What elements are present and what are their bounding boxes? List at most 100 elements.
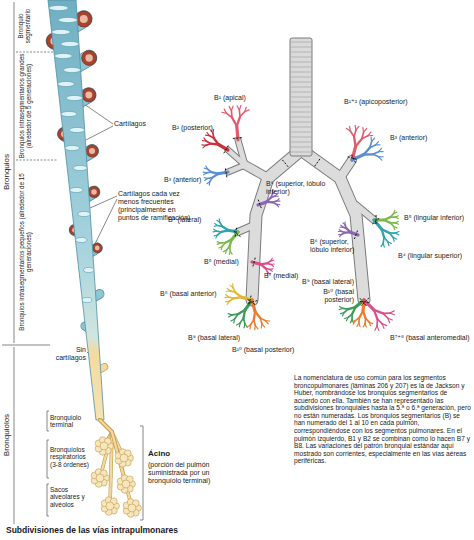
bronchus-outline: [228, 165, 245, 172]
segmental-branch: [226, 246, 229, 250]
cut-lumen: [85, 92, 92, 99]
airway-tube: [48, 0, 104, 420]
cartilage-plate: [73, 165, 87, 170]
segmental-branch: [364, 129, 367, 133]
segment-label: B⁸ (basal anterior): [160, 290, 230, 298]
segmental-branch: [368, 135, 373, 136]
segmental-branch: [254, 312, 255, 320]
segmental-branch: [344, 222, 345, 225]
tracheal-ring: [291, 112, 311, 113]
segmental-branch: [355, 318, 359, 321]
segmental-branch: [207, 133, 209, 136]
segmental-branch: [231, 319, 235, 321]
segmental-branch: [344, 317, 348, 318]
segmental-branch: [215, 224, 218, 226]
segmental-branch: [217, 242, 220, 243]
cut-lumen: [89, 148, 95, 154]
segmental-branch: [239, 105, 241, 110]
segmental-branch: [214, 229, 217, 231]
segmental-branch: [271, 264, 273, 266]
segmental-branch: [243, 324, 245, 328]
segmental-branch: [251, 320, 254, 325]
segment-label: B⁴ (lingular superior): [398, 252, 472, 260]
segmental-branch: [362, 136, 368, 139]
segmental-branch: [224, 109, 226, 113]
segment-boundary: [352, 155, 356, 164]
segmental-branch: [207, 182, 210, 184]
segment-boundary: [224, 145, 229, 154]
cut-end: [82, 51, 97, 66]
subgroup-label: Bronquios intrasegmentarios grandes (alr…: [18, 53, 32, 159]
segmental-branch: [204, 177, 207, 179]
bronchus-outline: [340, 160, 352, 178]
segment-boundary: [225, 167, 227, 177]
segmental-branch: [261, 324, 263, 328]
bronchus: [356, 205, 374, 220]
segmental-branch: [271, 196, 275, 198]
segment-boundary: [233, 230, 241, 236]
part-label: Sacos alveolares y alvéolos: [50, 486, 94, 508]
tracheal-ring: [291, 42, 311, 43]
alveolar-sac: [106, 502, 114, 510]
small-bracket: [47, 440, 49, 478]
bronchus: [340, 160, 352, 178]
segmental-branch: [277, 199, 279, 201]
bronchus-outline: [301, 150, 364, 300]
segmental-branch: [390, 216, 395, 218]
segmental-branch: [372, 138, 375, 141]
segment-boundary: [376, 215, 377, 225]
segmental-branch: [354, 130, 356, 137]
segmental-branch: [393, 237, 394, 241]
segmental-branch: [357, 323, 359, 326]
segmental-branch: [394, 226, 395, 229]
segmental-branch: [230, 251, 232, 254]
segmental-branch: [382, 229, 384, 237]
segmental-branch: [384, 220, 390, 223]
cut-lumen: [80, 15, 88, 23]
segment-boundary: [362, 298, 369, 305]
cut-end: [92, 243, 102, 253]
tracheal-ring: [291, 122, 311, 123]
segmental-branch: [231, 106, 233, 111]
segmental-branch: [271, 260, 274, 262]
respiratory-bronchiole: [100, 420, 132, 508]
tracheal-ring: [291, 87, 311, 88]
leader-line: [86, 126, 113, 140]
segmental-branch: [381, 243, 383, 246]
bronchus: [228, 150, 245, 165]
cartilage-plate: [58, 17, 77, 22]
alveolar-sac: [100, 442, 108, 450]
segmental-branch: [262, 324, 265, 327]
cartilage-plate: [61, 41, 79, 46]
tracheal-ring: [291, 107, 311, 108]
segmental-branch: [204, 138, 206, 141]
part-label: Cartílagos: [114, 120, 164, 128]
segmental-branch: [351, 320, 355, 322]
subgroup-label: Bronquio segmentario: [17, 1, 31, 51]
segmental-branch: [203, 145, 206, 148]
segmental-branch: [356, 126, 359, 130]
bronchus: [245, 165, 268, 178]
divider-line: [2, 345, 50, 346]
segmental-branch: [235, 292, 241, 297]
segmental-branch: [363, 324, 365, 327]
tracheal-ring: [291, 52, 311, 53]
segmental-branch: [395, 233, 399, 235]
segmental-branch: [270, 269, 272, 271]
cartilage-plate: [54, 53, 72, 58]
cut-end: [88, 186, 99, 197]
segmental-branch: [277, 204, 279, 206]
segmental-branch: [203, 171, 206, 173]
segmental-branch: [373, 154, 379, 156]
segmental-branch: [252, 262, 261, 264]
part-label: Sin cartílagos: [50, 346, 86, 362]
tracheal-ring: [291, 77, 311, 78]
segment-label: B⁶ (superior, lóbulo inferior): [310, 238, 358, 254]
part-label: (porción del pulmón suministrada por un …: [148, 461, 220, 485]
segmental-branch: [254, 326, 256, 330]
segmental-branch: [350, 232, 358, 235]
explanatory-note: La nomenclatura de uso común para los se…: [294, 374, 472, 465]
cut-end: [82, 88, 96, 102]
